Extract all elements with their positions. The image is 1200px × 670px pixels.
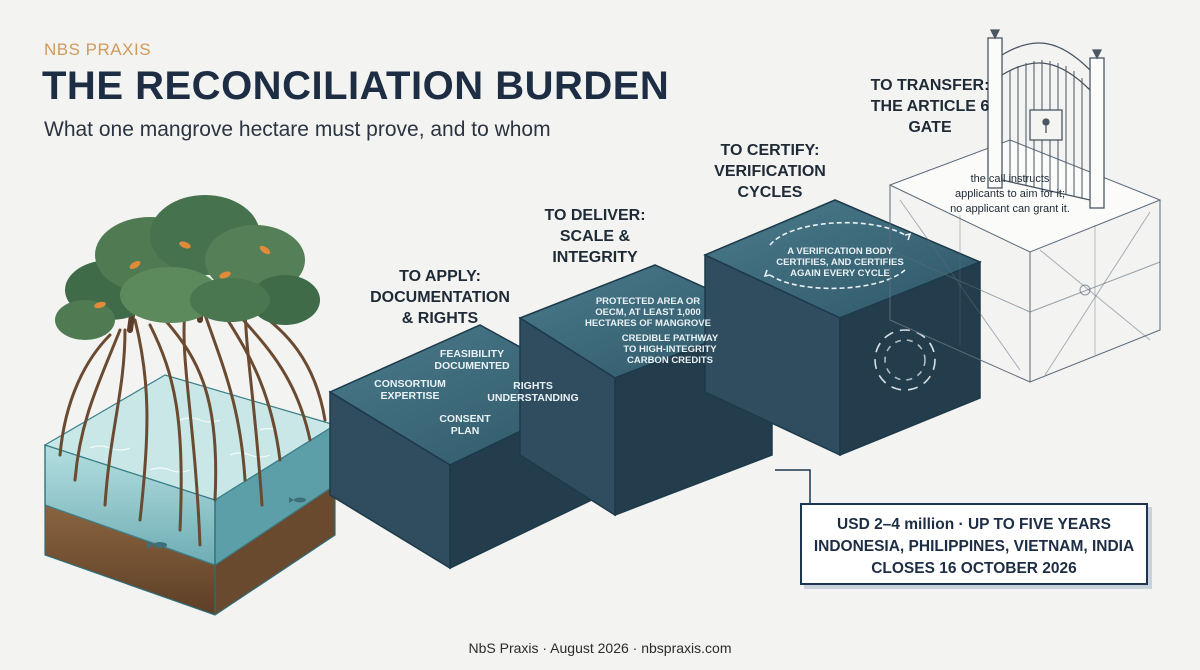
apply-label-line: TO APPLY: (399, 268, 481, 285)
deliver-item-pathway: CREDIBLE PATHWAY TO HIGH-INTEGRITY CARBO… (600, 333, 740, 366)
cycle-ring-icon (874, 329, 936, 391)
transfer-label: TO TRANSFER: THE ARTICLE 6 GATE (855, 75, 1005, 138)
transfer-label-line: THE ARTICLE 6 (870, 98, 990, 115)
deliver-label-line: INTEGRITY (552, 249, 638, 266)
certify-cube-side (839, 260, 981, 457)
fish-icon (147, 497, 306, 549)
summary-line-deadline: CLOSES 16 OCTOBER 2026 (871, 560, 1077, 577)
soil-front (45, 505, 215, 615)
transfer-note: the call instructs applicants to aim for… (935, 172, 1085, 217)
mangrove-block (43, 195, 337, 616)
apply-item-consortium: CONSORTIUM EXPERTISE (360, 378, 460, 402)
transfer-wireframe (888, 139, 1162, 383)
apply-item-line: EXPERTISE (380, 390, 440, 402)
apply-label: TO APPLY: DOCUMENTATION & RIGHTS (360, 266, 520, 329)
article-6-gate-icon (987, 29, 1105, 209)
transfer-note-line: no applicant can grant it. (950, 203, 1070, 215)
transfer-note-line: applicants to aim for it; (954, 188, 1066, 200)
kicker: NBS PRAXIS (44, 40, 152, 59)
certify-cube (703, 199, 982, 457)
deliver-item-protected-area: PROTECTED AREA OR OECM, AT LEAST 1,000 H… (578, 296, 718, 329)
apply-item-line: RIGHTS (513, 380, 553, 392)
apply-label-line: & RIGHTS (401, 310, 479, 327)
deliver-cube (518, 264, 774, 517)
summary-connector (775, 469, 811, 503)
deliver-label-line: TO DELIVER: (544, 207, 646, 224)
apply-item-line: PLAN (450, 425, 480, 437)
mangrove-canopy (55, 195, 320, 340)
apply-item-line: DOCUMENTED (434, 360, 510, 372)
transfer-label-line: TO TRANSFER: (870, 77, 990, 94)
cycle-arrows-icon (763, 221, 912, 290)
transfer-note-line: the call instructs (970, 173, 1050, 185)
apply-item-line: UNDERSTANDING (487, 392, 579, 404)
soil-side (215, 485, 335, 615)
certify-label-line: CYCLES (737, 184, 803, 201)
page-title: THE RECONCILIATION BURDEN (42, 64, 670, 108)
deliver-item-line: CREDIBLE PATHWAY (621, 333, 719, 344)
apply-item-line: CONSORTIUM (374, 378, 446, 390)
page-subtitle: What one mangrove hectare must prove, an… (44, 118, 551, 141)
apply-item-line: FEASIBILITY (439, 348, 505, 360)
certify-label: TO CERTIFY: VERIFICATION CYCLES (705, 140, 835, 203)
certify-item-line: CERTIFIES, AND CERTIFIES (776, 257, 904, 268)
transfer-label-line: GATE (908, 119, 952, 136)
footer: NbS Praxis · August 2026 · nbspraxis.com (468, 640, 732, 656)
apply-item-rights: RIGHTS UNDERSTANDING (478, 380, 588, 404)
certify-item-verification: A VERIFICATION BODY CERTIFIES, AND CERTI… (770, 246, 910, 279)
summary-line-funding: USD 2–4 million · UP TO FIVE YEARS (837, 516, 1111, 533)
deliver-item-line: CARBON CREDITS (626, 355, 714, 366)
deliver-item-line: OECM, AT LEAST 1,000 (595, 307, 701, 318)
summary-line-countries: INDONESIA, PHILIPPINES, VIETNAM, INDIA (813, 538, 1135, 555)
deliver-item-line: TO HIGH-INTEGRITY (623, 344, 717, 355)
certify-label-line: VERIFICATION (714, 163, 826, 180)
deliver-item-line: PROTECTED AREA OR (595, 296, 701, 307)
apply-label-line: DOCUMENTATION (370, 289, 510, 306)
certify-item-line: A VERIFICATION BODY (787, 246, 893, 257)
deliver-label-line: SCALE & (559, 228, 631, 245)
apply-item-line: CONSENT (439, 413, 491, 425)
certify-label-line: TO CERTIFY: (720, 142, 820, 159)
apply-item-feasibility: FEASIBILITY DOCUMENTED (422, 348, 522, 372)
certify-item-line: AGAIN EVERY CYCLE (790, 268, 890, 279)
deliver-label: TO DELIVER: SCALE & INTEGRITY (535, 205, 655, 268)
deliver-item-line: HECTARES OF MANGROVE (585, 318, 711, 329)
summary-box: USD 2–4 million · UP TO FIVE YEARS INDON… (800, 503, 1148, 585)
apply-item-consent: CONSENT PLAN (415, 413, 515, 437)
